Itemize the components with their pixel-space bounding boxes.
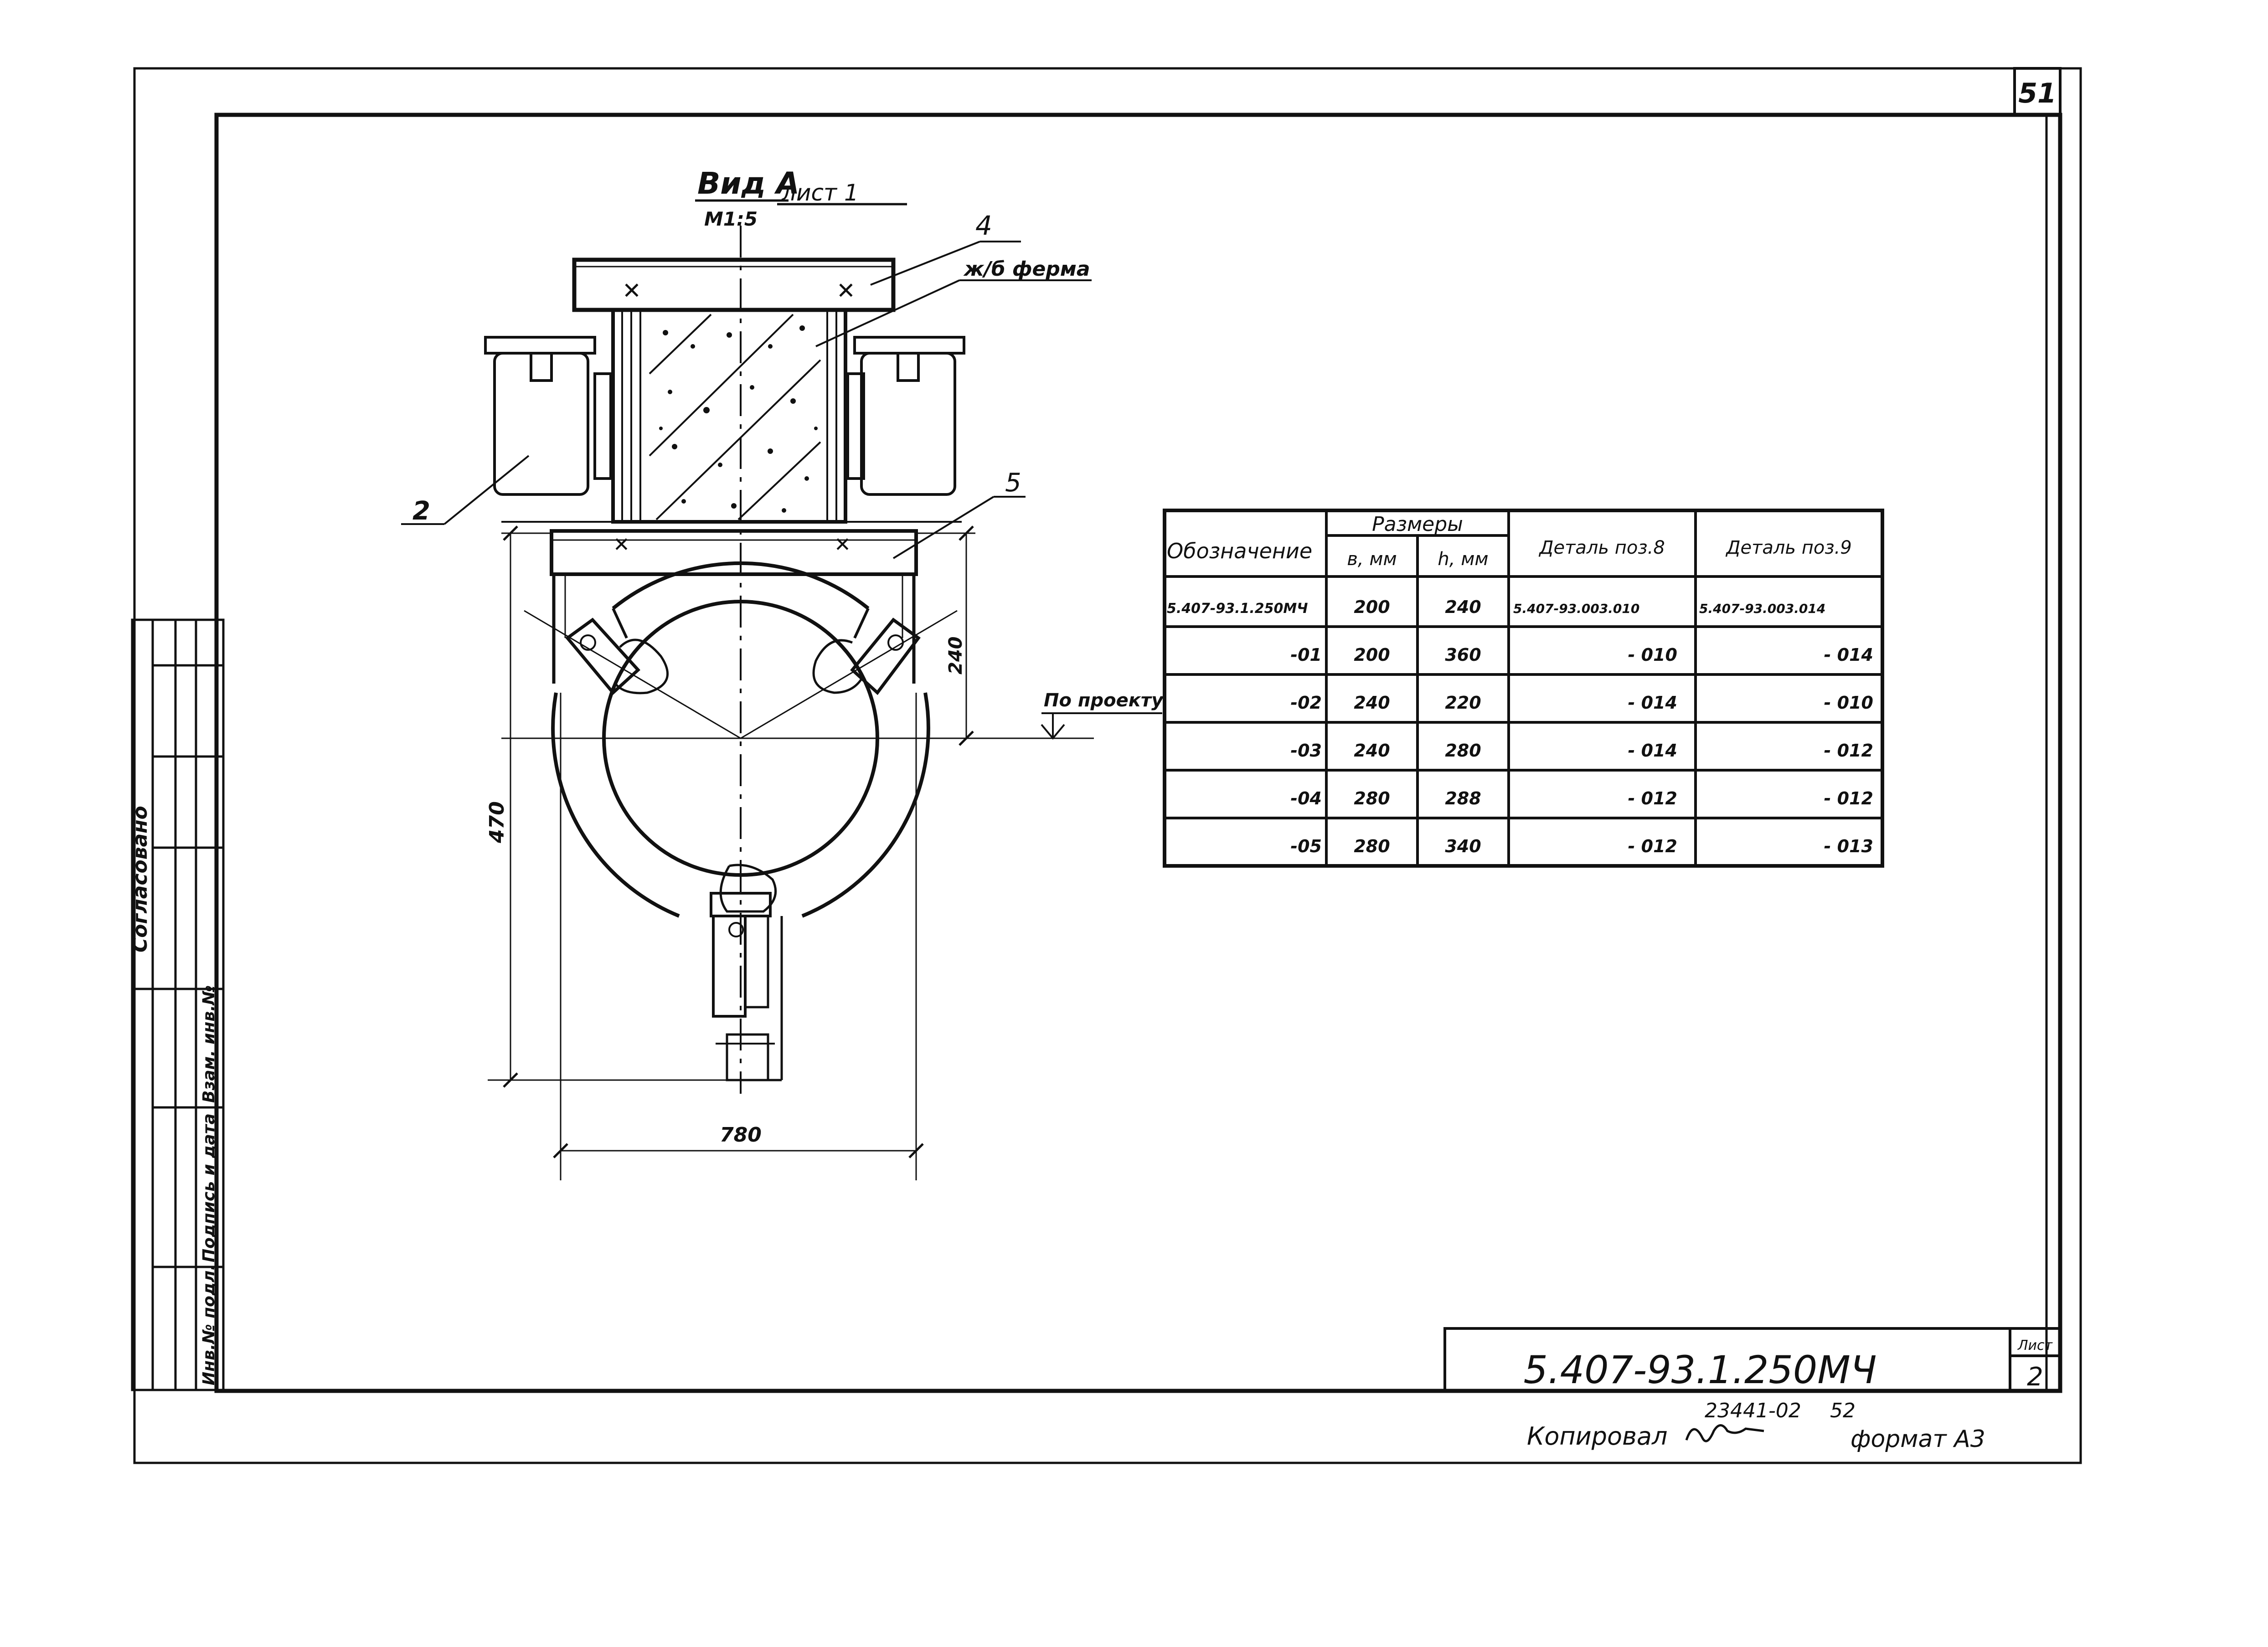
callout-item-5: 5 xyxy=(1005,468,1021,498)
right-device xyxy=(846,336,965,496)
view-title: Вид А xyxy=(697,166,799,201)
table-row-b: 200 xyxy=(1354,645,1390,665)
table-row-d9: - 012 xyxy=(1824,788,1873,808)
outer-trim-frame xyxy=(133,67,2082,1464)
footer-copied: Копировал xyxy=(1527,1422,1668,1451)
dim-780: 780 xyxy=(720,1123,762,1147)
clamp-ring-outer-lower xyxy=(551,692,930,918)
view-scale: М1:5 xyxy=(704,208,758,230)
table-row-designation: -05 xyxy=(1290,836,1322,856)
table-row-h: 360 xyxy=(1445,645,1481,665)
leader-lines xyxy=(401,241,1092,559)
th-detail9: Деталь поз.9 xyxy=(1725,537,1852,558)
title-block xyxy=(1443,1327,2062,1392)
table-row-designation: -01 xyxy=(1290,645,1322,665)
size-table xyxy=(1163,509,1884,868)
th-sizes: Размеры xyxy=(1372,513,1463,536)
table-body: 5.407-93.1.250МЧ 200 240 5.407-93.003.01… xyxy=(1167,597,1873,856)
stamp-replace-inv: Взам. инв.№ xyxy=(200,985,218,1103)
bolt-mark-right: ✕ xyxy=(836,278,856,304)
bolt-mark-beam-left: ✕ xyxy=(613,533,630,556)
callout-item-4: 4 xyxy=(975,210,992,241)
footer-archive-no: 23441-02 xyxy=(1705,1399,1801,1422)
table-row-d8: - 012 xyxy=(1628,788,1677,808)
table-row-b: 200 xyxy=(1354,597,1390,617)
table-row-d8: - 012 xyxy=(1628,836,1677,856)
table-row-designation: 5.407-93.1.250МЧ xyxy=(1167,601,1308,617)
callout-rc-farm: ж/б ферма xyxy=(963,257,1090,281)
table-row-d9: - 012 xyxy=(1824,741,1873,761)
table-row-d8: 5.407-93.003.010 xyxy=(1513,601,1639,616)
th-h: h, мм xyxy=(1438,549,1488,570)
table-row-d9: 5.407-93.003.014 xyxy=(1699,601,1825,616)
footer-archive-sheet: 52 xyxy=(1830,1399,1856,1422)
inner-drawing-frame xyxy=(214,113,2062,1393)
table-row-designation: -03 xyxy=(1290,741,1322,761)
table-row-d8: - 014 xyxy=(1628,693,1677,713)
stamp-inv-orig: Инв.№ подл. xyxy=(200,1264,218,1385)
table-row-d8: - 014 xyxy=(1628,741,1677,761)
table-row-designation: -02 xyxy=(1290,693,1322,713)
table-row-h: 240 xyxy=(1445,597,1481,617)
concrete-truss-section xyxy=(611,308,847,524)
table-row-d8: - 010 xyxy=(1628,645,1677,665)
view-sheet-ref: лист 1 xyxy=(781,180,859,206)
bolt-mark-beam-right: ✕ xyxy=(834,533,851,556)
table-row-h: 288 xyxy=(1445,788,1481,808)
title-sheet-value: 2 xyxy=(2027,1362,2043,1392)
dim-240: 240 xyxy=(945,637,966,675)
table-row-h: 340 xyxy=(1445,836,1481,856)
left-fitting xyxy=(565,618,669,695)
assembly-drawing: ✕ ✕ ✕ ✕ xyxy=(401,226,1162,1180)
side-stamp xyxy=(131,618,225,1391)
table-row-d9: - 014 xyxy=(1824,645,1873,665)
callout-item-2: 2 xyxy=(412,496,430,526)
callout-level: По проекту xyxy=(1044,690,1164,711)
table-row-h: 220 xyxy=(1445,693,1481,713)
sheet-frames xyxy=(133,67,2082,1464)
corner-sheet-box xyxy=(2013,67,2062,116)
dimension-lines xyxy=(488,525,1094,1180)
title-sheet-label: Лист xyxy=(2017,1338,2053,1354)
clamp-ring-outer xyxy=(612,561,870,610)
table-row-d9: - 010 xyxy=(1824,693,1873,713)
level-marker xyxy=(1041,712,1162,740)
th-detail8: Деталь поз.8 xyxy=(1538,537,1665,558)
left-device xyxy=(484,336,612,496)
copier-signature xyxy=(1685,1424,1764,1442)
bolt-mark-left: ✕ xyxy=(622,278,641,304)
table-row-h: 280 xyxy=(1445,741,1481,761)
table-row-b: 280 xyxy=(1354,788,1390,808)
th-b: в, мм xyxy=(1347,549,1397,570)
table-row-b: 240 xyxy=(1354,741,1390,761)
title-code: 5.407-93.1.250МЧ xyxy=(1524,1348,1877,1392)
stamp-sign-date: Подпись и дата xyxy=(200,1113,218,1262)
th-designation: Обозначение xyxy=(1167,539,1312,563)
stamp-agreed: Согласовано xyxy=(129,806,152,952)
table-row-designation: -04 xyxy=(1290,788,1322,808)
table-row-d9: - 013 xyxy=(1824,836,1873,856)
right-fitting xyxy=(812,618,921,695)
concrete-hatch xyxy=(649,314,821,520)
support-beam xyxy=(550,529,918,576)
footer-format: формат А3 xyxy=(1850,1426,1985,1453)
bottom-hanger xyxy=(710,864,783,1081)
table-row-b: 280 xyxy=(1354,836,1390,856)
sheet-number: 51 xyxy=(2018,77,2057,109)
concrete-dots xyxy=(659,325,818,513)
table-row-b: 240 xyxy=(1354,693,1390,713)
dim-470: 470 xyxy=(485,801,509,844)
